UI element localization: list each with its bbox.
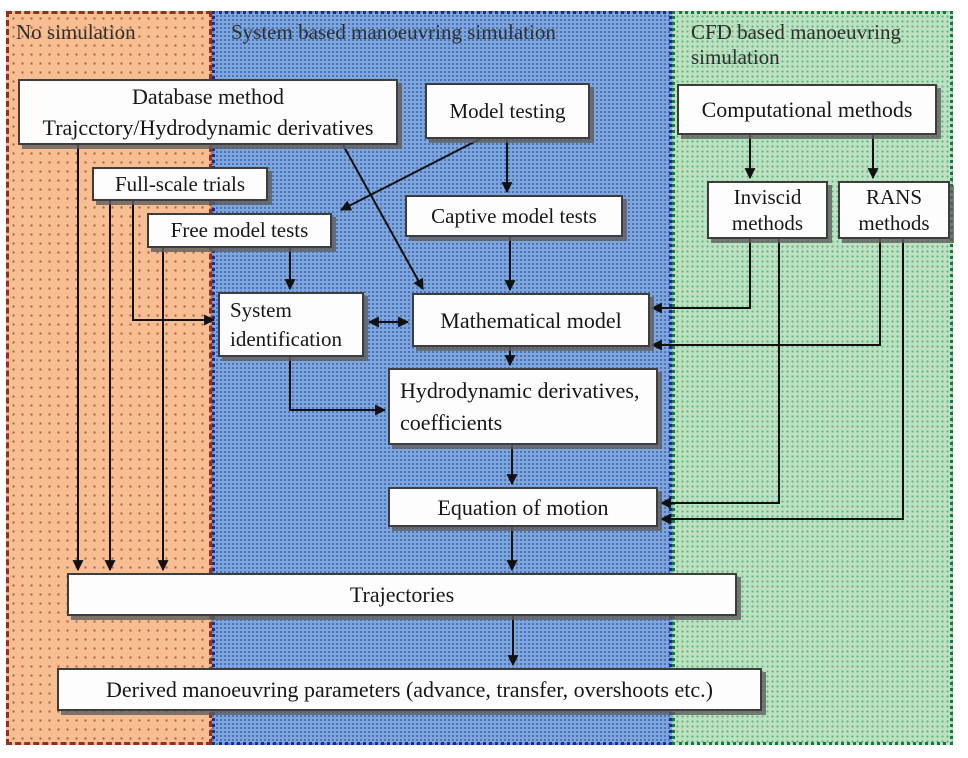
- node-inviscid-methods: Inviscid methods: [707, 181, 828, 239]
- node-trajectories: Trajectories: [67, 573, 737, 616]
- node-equation-of-motion: Equation of motion: [388, 487, 658, 527]
- node-rans-methods: RANS methods: [838, 181, 950, 239]
- node-mathematical-model: Mathematical model: [412, 293, 650, 347]
- node-model-testing-label: Model testing: [449, 98, 566, 123]
- node-free-model-tests: Free model tests: [147, 213, 332, 248]
- node-system-identification-line1: System: [230, 297, 292, 322]
- node-free-model-tests-label: Free model tests: [170, 218, 309, 242]
- node-rans-methods-line1: RANS: [865, 185, 923, 209]
- node-derived-parameters-label: Derived manoeuvring parameters (advance,…: [106, 677, 713, 702]
- node-captive-model-tests-label: Captive model tests: [431, 203, 597, 228]
- section-title-system-based: System based manoeuvring simulation: [231, 20, 556, 44]
- section-title-cfd-based: CFD based manoeuvring simulation: [691, 20, 901, 69]
- node-hydrodynamic-derivatives-line1: Hydrodynamic derivatives,: [400, 377, 640, 403]
- node-hydrodynamic-derivatives-line2: coefficients: [400, 409, 503, 435]
- node-computational-methods: Computational methods: [677, 84, 937, 135]
- node-model-testing: Model testing: [425, 83, 590, 139]
- node-system-identification-line2: identification: [230, 326, 342, 351]
- node-rans-methods-line2: methods: [858, 211, 930, 235]
- node-mathematical-model-label: Mathematical model: [440, 307, 622, 333]
- node-database-method-line2: Trajcctory/Hydrodynamic derivatives: [42, 115, 374, 140]
- node-hydrodynamic-derivatives: Hydrodynamic derivatives, coefficients: [388, 368, 658, 445]
- node-trajectories-label: Trajectories: [349, 582, 455, 607]
- node-captive-model-tests: Captive model tests: [405, 195, 623, 237]
- node-equation-of-motion-label: Equation of motion: [437, 494, 609, 520]
- node-computational-methods-label: Computational methods: [701, 97, 913, 122]
- node-inviscid-methods-line1: Inviscid: [733, 185, 802, 209]
- node-full-scale-trials-label: Full-scale trials: [114, 171, 246, 196]
- node-inviscid-methods-line2: methods: [731, 211, 804, 235]
- node-derived-parameters: Derived manoeuvring parameters (advance,…: [57, 668, 762, 711]
- node-database-method: Database method Trajcctory/Hydrodynamic …: [18, 79, 398, 145]
- node-full-scale-trials: Full-scale trials: [92, 167, 268, 201]
- node-system-identification: System identification: [218, 292, 364, 357]
- section-title-no-simulation: No simulation: [16, 20, 136, 44]
- node-database-method-line1: Database method: [131, 84, 285, 109]
